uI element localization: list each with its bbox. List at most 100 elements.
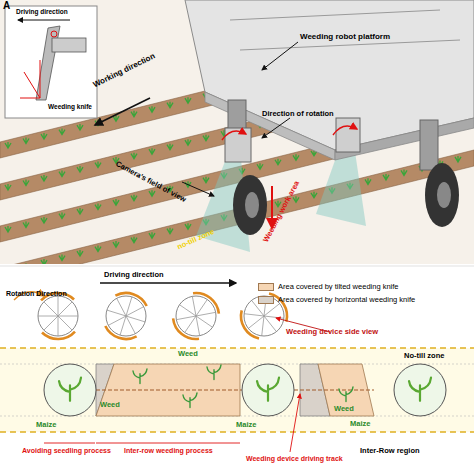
wheel-spoke <box>117 298 126 316</box>
robot-platform-part <box>233 175 267 235</box>
schematic-part <box>0 347 474 348</box>
schematic-part <box>100 282 236 283</box>
crop-mark <box>293 154 299 160</box>
crop-mark <box>257 163 263 169</box>
plant-symbol <box>183 393 197 408</box>
leader-line <box>262 42 298 70</box>
working-arrow <box>95 98 150 125</box>
label-text: Inter-row weeding process <box>124 447 213 454</box>
schematic-part <box>0 266 474 267</box>
plant-symbol <box>409 378 431 401</box>
label-text: No-till zone <box>404 352 444 360</box>
crop-mark <box>77 250 83 256</box>
label-text: Weeding device side view <box>286 328 378 336</box>
crop-mark <box>131 153 137 159</box>
crop-mark <box>59 255 65 261</box>
wheel-spoke <box>58 316 72 330</box>
label-text: Weed <box>178 350 198 358</box>
wheel-spoke <box>192 296 196 316</box>
wheel-spoke <box>108 316 126 325</box>
crop-mark <box>311 192 317 198</box>
wheel-spoke <box>176 316 196 320</box>
crop-mark <box>41 217 47 223</box>
crop-mark <box>77 166 83 172</box>
wheel-spoke <box>244 314 264 316</box>
crop-mark <box>41 259 47 264</box>
crop-mark <box>275 159 281 165</box>
crop-mark <box>149 148 155 154</box>
label-text: Avoiding seedling process <box>22 447 111 454</box>
crop-mark <box>167 144 173 150</box>
wheel-spoke <box>126 307 144 316</box>
rotation-arrow <box>222 131 246 140</box>
wheel-spoke <box>58 316 78 317</box>
robot-platform-part <box>230 10 440 20</box>
legend-swatch <box>258 283 274 291</box>
knife-inset-part <box>18 20 70 21</box>
wheel-spoke <box>58 296 59 316</box>
wheel-spoke <box>38 316 58 317</box>
knife-inset-part <box>40 60 41 98</box>
crop-mark <box>131 237 137 243</box>
wheel <box>38 296 78 336</box>
crop-mark <box>23 222 29 228</box>
label-text: Direction of rotation <box>262 110 334 118</box>
wheel-spoke <box>179 305 196 316</box>
crop-mark <box>365 178 371 184</box>
wheel-spoke <box>58 316 59 336</box>
label-text: Inter-Row region <box>360 447 420 455</box>
wheel-spoke <box>44 302 58 316</box>
knife-inset-part <box>51 31 57 37</box>
crop-mark <box>77 124 83 130</box>
knife-inset-part <box>24 72 40 98</box>
robot-platform-part <box>425 163 459 227</box>
label-text: Rotation Direction <box>6 290 67 297</box>
leader-line <box>262 118 290 138</box>
wheel-spoke <box>196 316 200 336</box>
wheel-spoke <box>264 316 276 332</box>
knife-inset-part <box>36 26 60 100</box>
label-text: Weed <box>334 405 354 413</box>
side-view-wheels <box>14 292 287 339</box>
crop-mark <box>293 196 299 202</box>
crop-mark <box>59 171 65 177</box>
wheel-spoke <box>264 304 280 316</box>
field-scene <box>0 0 474 264</box>
wheel-spoke <box>196 299 207 316</box>
crop-mark <box>95 204 101 210</box>
crop-mark <box>95 162 101 168</box>
legend-row: Area covered by tilted weeding knife <box>258 282 399 291</box>
wheel <box>106 296 146 336</box>
wheel-spoke <box>185 316 196 333</box>
crop-mark <box>5 184 11 190</box>
crop-mark <box>23 264 29 265</box>
crop-mark <box>149 106 155 112</box>
plant-symbol <box>59 378 81 401</box>
crop-mark <box>149 190 155 196</box>
crop-mark <box>131 195 137 201</box>
schematic-part <box>96 443 240 444</box>
crop-mark <box>203 177 209 183</box>
crop-mark <box>95 246 101 252</box>
wheel <box>176 296 216 336</box>
plant-symbol <box>207 365 221 380</box>
label-text: Maize <box>236 421 256 429</box>
schematic-part <box>0 348 474 432</box>
crop-mark <box>23 180 29 186</box>
schematic-part <box>290 394 300 452</box>
knife-inset <box>5 6 97 118</box>
label-text: A <box>3 1 10 12</box>
crop-mark <box>149 232 155 238</box>
wheel-spoke <box>262 316 264 336</box>
wheel-spoke <box>264 316 284 318</box>
schematic <box>0 266 474 452</box>
robot-platform-part <box>336 118 360 152</box>
crop-mark <box>41 133 47 139</box>
crop-mark <box>131 111 137 117</box>
rotation-arrow <box>333 126 357 135</box>
crop-mark <box>41 175 47 181</box>
legend-row: Area covered by horizontal weeding knife <box>258 295 415 304</box>
label-text: Weeding knife <box>48 104 92 111</box>
plant-symbol <box>257 378 279 401</box>
knife-arc <box>241 310 259 338</box>
